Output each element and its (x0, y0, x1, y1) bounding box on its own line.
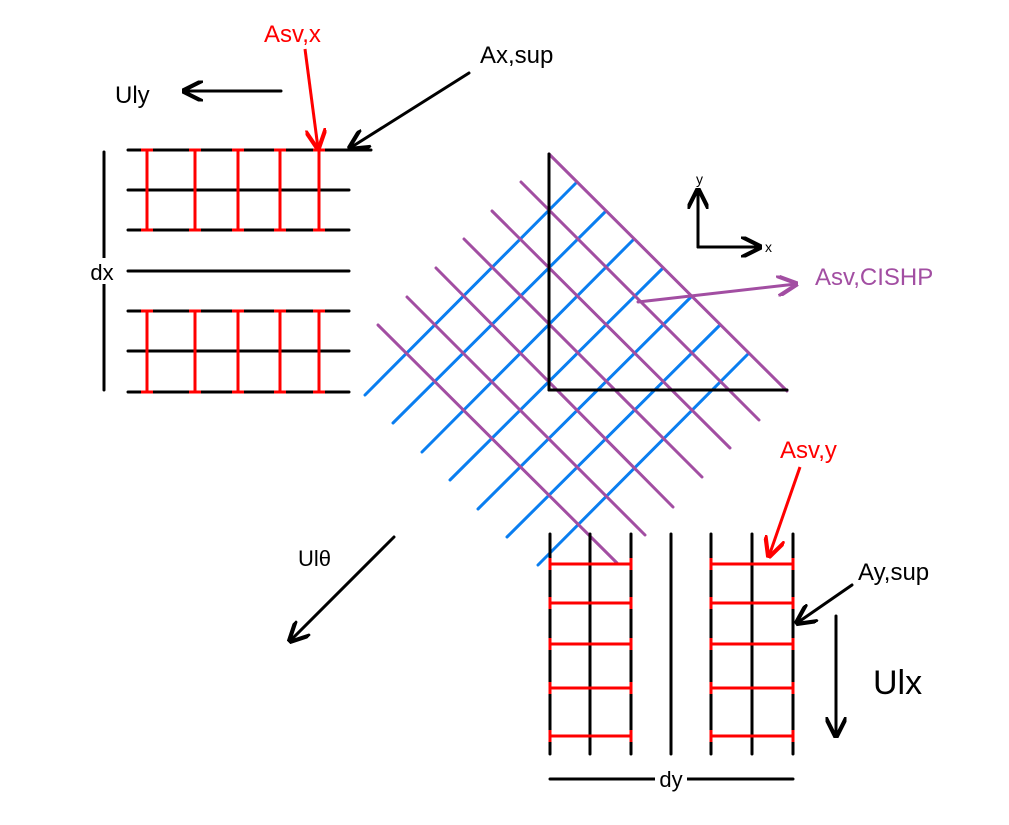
y-section (548, 532, 795, 756)
asv-x-label: Asv,x (264, 21, 321, 48)
ay-sup-arrow (797, 583, 854, 623)
dy-label: dy (659, 767, 682, 792)
cishp-bar (490, 209, 732, 450)
dx-label: dx (90, 260, 113, 285)
ay-sup-label: Ay,sup (858, 559, 929, 586)
asv-y-arrow (769, 466, 802, 556)
asv-cishp-arrow (636, 284, 796, 304)
cross-bar (505, 323, 722, 539)
cishp-bar (434, 266, 675, 509)
cishp-mesh (363, 152, 789, 567)
cross-bar (420, 237, 636, 454)
cross-bar (391, 209, 608, 425)
ax-sup-label: Ax,sup (480, 42, 553, 69)
cishp-bar-edge (547, 152, 789, 393)
cishp-bar (405, 295, 647, 537)
asv-x-arrow (303, 48, 318, 148)
ax-sup-arrow (350, 71, 471, 148)
asv-y-label: Asv,y (780, 437, 837, 464)
ul-theta-arrow (290, 535, 396, 641)
x-axis-label: x (765, 239, 772, 255)
uly-label: Uly (115, 82, 150, 109)
cross-bar (476, 295, 693, 511)
cross-bar (448, 266, 665, 482)
cishp-bar (376, 323, 619, 565)
ulx-label: Ulx (873, 664, 922, 702)
cishp-bar (462, 237, 704, 479)
y-axis-label: y (696, 171, 703, 187)
x-section (126, 148, 373, 394)
cross-bar (363, 180, 579, 397)
ul-theta-label: Ulθ (298, 546, 331, 571)
asv-cishp-label: Asv,CISHP (815, 264, 933, 291)
